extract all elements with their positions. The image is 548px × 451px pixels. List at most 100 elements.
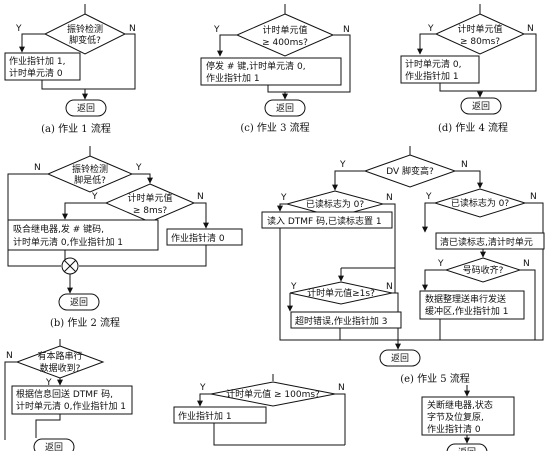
terminal-e-label: 返回 (391, 352, 409, 364)
box-f-send-dtmf (11, 385, 133, 415)
decision-b-ring-low (46, 155, 134, 193)
edge-g-no (335, 393, 346, 445)
label-a-yes: Y (15, 24, 22, 34)
label-g-yes: Y (199, 383, 206, 393)
label-e-right-no: N (530, 192, 537, 202)
label-f-yes: Y (45, 378, 52, 388)
box-g-line1: 作业指针加 1 (178, 410, 232, 422)
label-e-left-yes: Y (280, 193, 287, 203)
box-c-line1: 停发 # 键,计时单元清 0, (206, 60, 306, 72)
edge-e-done-yes (422, 269, 446, 291)
box-e-clear-line1: 清已读标志,清计时单元 (440, 236, 533, 248)
box-b1-line1: 吸合继电器,发 # 键码, (13, 223, 104, 235)
box-a-line2: 计时单元清 0 (9, 67, 63, 79)
terminal-c-return (264, 99, 306, 117)
terminal-f-return (33, 438, 75, 451)
caption-a: (a) 作业 1 流程 (41, 122, 111, 135)
decision-e-left-line1: 已读标志为 0? (306, 198, 365, 210)
edge-a-no (85, 33, 136, 90)
decision-a-line1: 振铃检测 (67, 23, 103, 35)
decision-e-flag-right (433, 188, 527, 218)
decision-g-100ms (210, 381, 336, 407)
decision-b2-line2: ≥ 8ms? (133, 206, 168, 216)
flow-h: 关断继电器,状态 字节及位复原, 作业指针清 0 返回 (421, 385, 515, 451)
edge-e-right-yes (422, 202, 435, 233)
edge-e-done-no (520, 269, 536, 340)
box-b2-line1: 作业指针清 0 (171, 232, 225, 244)
flow-f: 有本路串行 数据收到? N Y 根据信息回送 DTMF 码, 计时单元清 0,作… (4, 339, 133, 451)
edge-g-yes (197, 393, 211, 407)
terminal-e-return (379, 349, 421, 367)
edge-g-box-out (213, 423, 345, 446)
flow-b: 振铃检测 脚是低? N Y 计时单元值 ≥ 8ms? Y N 吸合继电器,发 #… (7, 146, 243, 329)
label-f-no: N (6, 351, 13, 361)
decision-e-done-line1: 号码收齐? (463, 264, 504, 276)
decision-c-line1: 计时单元值 (262, 24, 307, 36)
edge-e-left-yes (277, 203, 287, 212)
box-b-reset (166, 228, 243, 246)
edge-c-box-out (267, 85, 285, 93)
terminal-c-label: 返回 (276, 102, 294, 114)
box-c-stop-hash (200, 57, 342, 86)
box-b1-line2: 计时单元清 0,作业指针加 1 (13, 236, 123, 248)
label-e-done-no: N (523, 259, 530, 269)
label-d-yes: Y (427, 24, 434, 34)
box-e-timeout-error (290, 311, 402, 329)
decision-c-line2: ≥ 400ms? (262, 38, 308, 48)
terminal-a-return (65, 99, 107, 117)
box-e-read-line1: 读入 DTMF 码,已读标志置 1 (267, 215, 382, 227)
label-d-no: N (527, 24, 534, 34)
edge-a-yes (19, 33, 45, 53)
caption-d: (d) 作业 4 流程 (438, 121, 508, 134)
caption-c: (c) 作业 3 流程 (240, 121, 309, 134)
terminal-a-label: 返回 (77, 102, 95, 114)
decision-b1-line1: 振铃检测 (72, 163, 108, 175)
box-d-line2: 作业指针加 1 (405, 70, 459, 82)
flow-a: 振铃检测 脚变低? Y 作业指针加 1, 计时单元清 0 N 返回 (a) 作业… (4, 4, 136, 135)
edge-e-left-no (383, 203, 396, 293)
caption-e: (e) 作业 5 流程 (400, 372, 470, 385)
edge-e-dv-no (455, 170, 483, 189)
label-c-yes: Y (213, 25, 220, 35)
label-e-top-no: N (461, 160, 468, 170)
terminal-h-label: 返回 (458, 446, 476, 451)
decision-e-digits-done (444, 257, 522, 283)
caption-b: (b) 作业 2 流程 (50, 316, 120, 329)
decision-f-line2: 数据收到? (40, 362, 81, 374)
flow-g: 计时单元值 ≥ 100ms? Y N 作业指针加 1 (173, 374, 346, 446)
terminal-d-label: 返回 (472, 100, 490, 112)
decision-e-top-line1: DV 脚变高? (386, 165, 434, 177)
decision-e-timeout (289, 281, 393, 305)
label-e-timeout-yes: Y (290, 282, 297, 292)
edge-d-no (480, 33, 537, 92)
box-g-advance (173, 406, 267, 424)
label-e-left-no: N (386, 193, 393, 203)
edge-f-no (4, 361, 17, 440)
edge-a-box-out (41, 80, 85, 90)
decision-d-80ms (434, 13, 526, 55)
box-d-advance (400, 55, 480, 84)
box-e-send-line1: 数据整理送串行发送 (425, 293, 506, 305)
decision-b1-line2: 脚是低? (74, 174, 106, 186)
label-g-no: N (338, 383, 345, 393)
decision-d-line2: ≥ 80ms? (460, 37, 500, 47)
decision-e-right-line1: 已读标志为 0? (451, 197, 510, 209)
edge-b-no-to-reset (194, 202, 209, 229)
flow-c: 计时单元值 ≥ 400ms? Y 停发 # 键,计时单元清 0, 作业指针加 1… (200, 4, 351, 134)
box-f-line2: 计时单元清 0,作业指针加 1 (16, 400, 126, 412)
box-e-send-line2: 缓冲区,作业指针加 1 (425, 305, 508, 317)
decision-a-ring-low (43, 13, 127, 55)
decision-b2-line1: 计时单元值 (127, 192, 172, 204)
label-e-right-yes: Y (425, 192, 432, 202)
box-e-clear-flag (435, 232, 545, 250)
edge-b-reset-out (79, 245, 207, 267)
edge-d-yes (417, 33, 436, 55)
box-e-timeout-line1: 超时错误,作业指针加 3 (295, 315, 387, 327)
label-e-done-yes: Y (437, 259, 444, 269)
terminal-d-return (460, 97, 502, 115)
box-h-release-relay (421, 396, 515, 436)
edge-c-no (285, 34, 351, 93)
edge-f-box-out (35, 414, 61, 438)
label-b2-yes: Y (91, 192, 98, 202)
